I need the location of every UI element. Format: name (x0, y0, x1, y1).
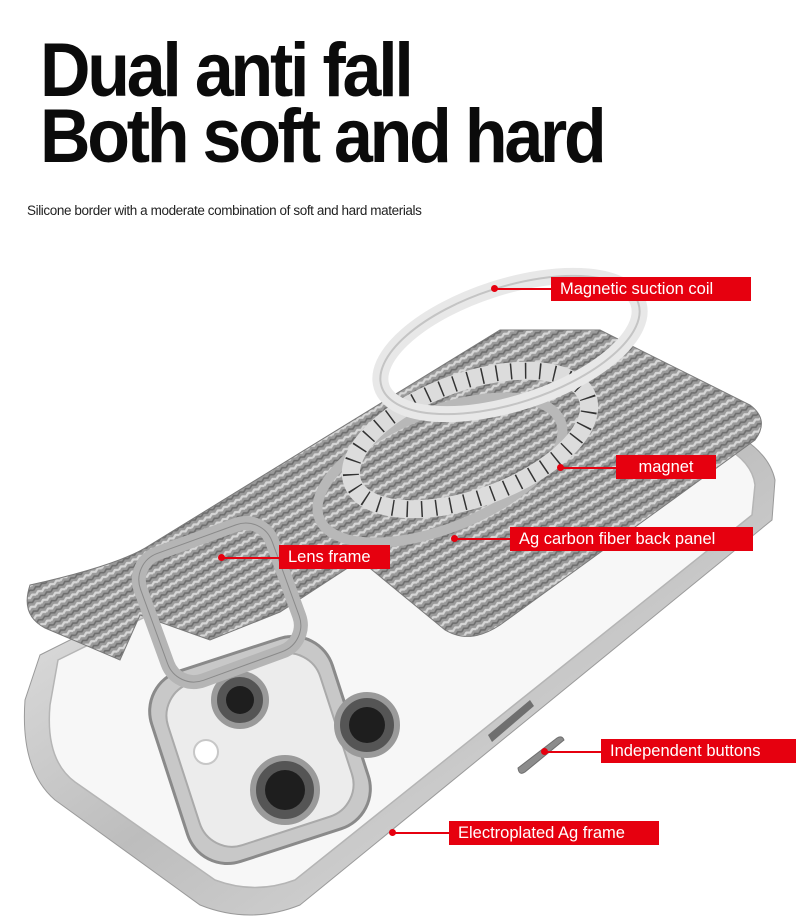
callout-lens-frame: Lens frame (279, 545, 390, 569)
callout-leader-buttons (547, 751, 603, 753)
camera-module (148, 634, 400, 866)
callout-magnetic-suction-coil: Magnetic suction coil (551, 277, 751, 301)
callout-leader-back-panel (457, 538, 512, 540)
headline-line-1: Dual anti fall (40, 28, 414, 113)
magnet-ring (341, 361, 599, 519)
callout-dot-frame (389, 829, 396, 836)
callout-leader-coil (497, 288, 552, 290)
headline: Dual anti fall Both soft and hard (40, 28, 607, 179)
callout-independent-buttons: Independent buttons (601, 739, 796, 763)
callout-dot-back-panel (451, 535, 458, 542)
callout-dot-coil (491, 285, 498, 292)
phone-case-exploded-illustration (23, 267, 776, 916)
callout-dot-magnet (557, 464, 564, 471)
independent-button (517, 736, 565, 774)
callout-carbon-back-panel: Ag carbon fiber back panel (510, 527, 753, 551)
callout-leader-frame (395, 832, 451, 834)
subtitle: Silicone border with a moderate combinat… (27, 203, 422, 218)
headline-line-2: Both soft and hard (40, 94, 607, 179)
callout-leader-lens-frame (224, 557, 281, 559)
callout-magnet: magnet (616, 455, 716, 479)
callout-dot-lens-frame (218, 554, 225, 561)
callout-dot-buttons (541, 748, 548, 755)
callout-leader-magnet (563, 467, 618, 469)
callout-electroplated-frame: Electroplated Ag frame (449, 821, 659, 845)
lens-frame (131, 516, 308, 690)
